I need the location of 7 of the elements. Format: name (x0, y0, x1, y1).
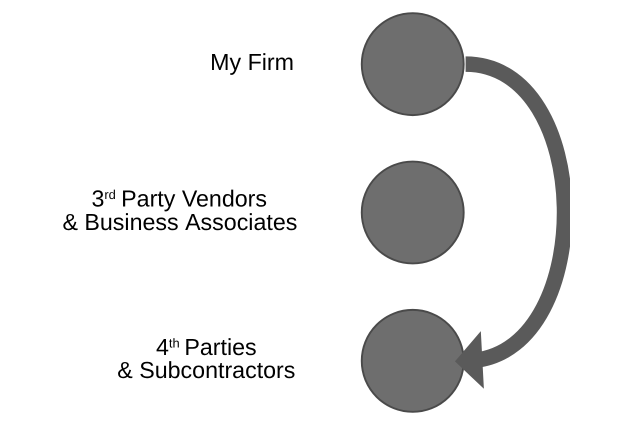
arrow (454, 56, 570, 389)
node-circle (360, 12, 465, 116)
node-circle (360, 160, 465, 264)
node-label: 4$^{th}$ Parties & Subcontractors (117, 334, 296, 384)
node-label: My Firm (210, 48, 294, 75)
node-label: 3$^{rd}$ Party Vendors & Business Associates (62, 186, 298, 235)
node-circle (360, 308, 465, 413)
